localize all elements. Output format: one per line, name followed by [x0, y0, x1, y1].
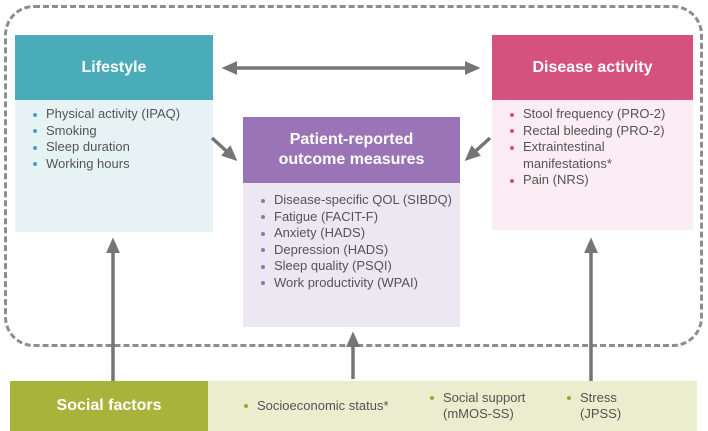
list-item: Social support (mMOS-SS) [426, 381, 546, 431]
patient-reported-outcomes-title: Patient-reported outcome measures [243, 117, 460, 183]
disease-activity-box: Disease activity Stool frequency (PRO-2)… [492, 35, 693, 230]
list-item: Pain (NRS) [506, 172, 687, 189]
list-item: Rectal bleeding (PRO-2) [506, 123, 687, 140]
list-item: Extraintestinal manifestations* [506, 139, 687, 172]
list-item: Socioeconomic status* [240, 381, 420, 431]
list-item: Depression (HADS) [257, 242, 454, 259]
lifestyle-title: Lifestyle [15, 35, 213, 100]
list-item: Smoking [29, 123, 207, 140]
disease-activity-body: Stool frequency (PRO-2) Rectal bleeding … [492, 100, 693, 230]
list-item: Anxiety (HADS) [257, 225, 454, 242]
list-item: Sleep duration [29, 139, 207, 156]
social-factors-title: Social factors [10, 381, 208, 431]
patient-reported-outcomes-body: Disease-specific QOL (SIBDQ) Fatigue (FA… [243, 183, 460, 327]
list-item: Physical activity (IPAQ) [29, 106, 207, 123]
list-item: Sleep quality (PSQI) [257, 258, 454, 275]
list-item: Stool frequency (PRO-2) [506, 106, 687, 123]
list-item: Disease-specific QOL (SIBDQ) [257, 192, 454, 209]
lifestyle-box: Lifestyle Physical activity (IPAQ) Smoki… [15, 35, 213, 232]
list-item: Work productivity (WPAI) [257, 275, 454, 292]
disease-activity-title: Disease activity [492, 35, 693, 100]
lifestyle-body: Physical activity (IPAQ) Smoking Sleep d… [15, 100, 213, 232]
list-item: Stress (JPSS) [563, 381, 643, 431]
patient-reported-outcomes-box: Patient-reported outcome measures Diseas… [243, 117, 460, 327]
list-item: Working hours [29, 156, 207, 173]
list-item: Fatigue (FACIT-F) [257, 209, 454, 226]
social-factors-bar: Socioeconomic status* Social support (mM… [208, 381, 697, 431]
